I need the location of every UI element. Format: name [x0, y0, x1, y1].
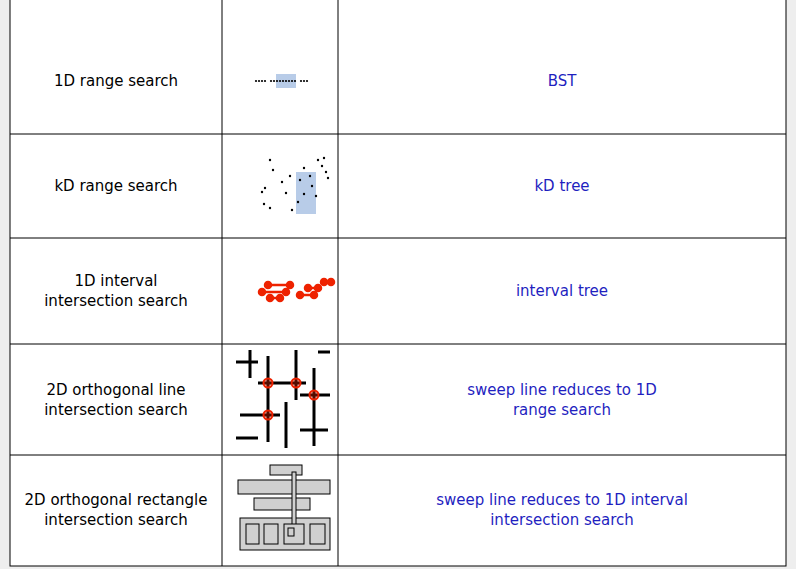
- grid-lines: [10, 0, 786, 566]
- table-ground: [10, 0, 786, 566]
- data-structure: interval tree: [432, 281, 692, 301]
- range-kd-figure: [261, 157, 329, 214]
- range-1d-figure: [255, 74, 308, 88]
- data-structure: sweep line reduces to 1D range search: [462, 380, 662, 420]
- row-heading: 1D interval intersection search: [41, 271, 191, 311]
- row-heading: kD range search: [16, 176, 216, 196]
- row-heading: 2D orthogonal line intersection search: [16, 380, 216, 420]
- data-structure: BST: [432, 71, 692, 91]
- rectangles-figure: [238, 465, 330, 550]
- data-structure: kD tree: [432, 176, 692, 196]
- orthogonal-lines-figure: [236, 350, 330, 448]
- interval-figure: [259, 279, 334, 301]
- row-heading: 1D range search: [16, 71, 216, 91]
- row-heading: 2D orthogonal rectangle intersection sea…: [16, 490, 216, 530]
- data-structure: sweep line reduces to 1D interval inters…: [417, 490, 707, 530]
